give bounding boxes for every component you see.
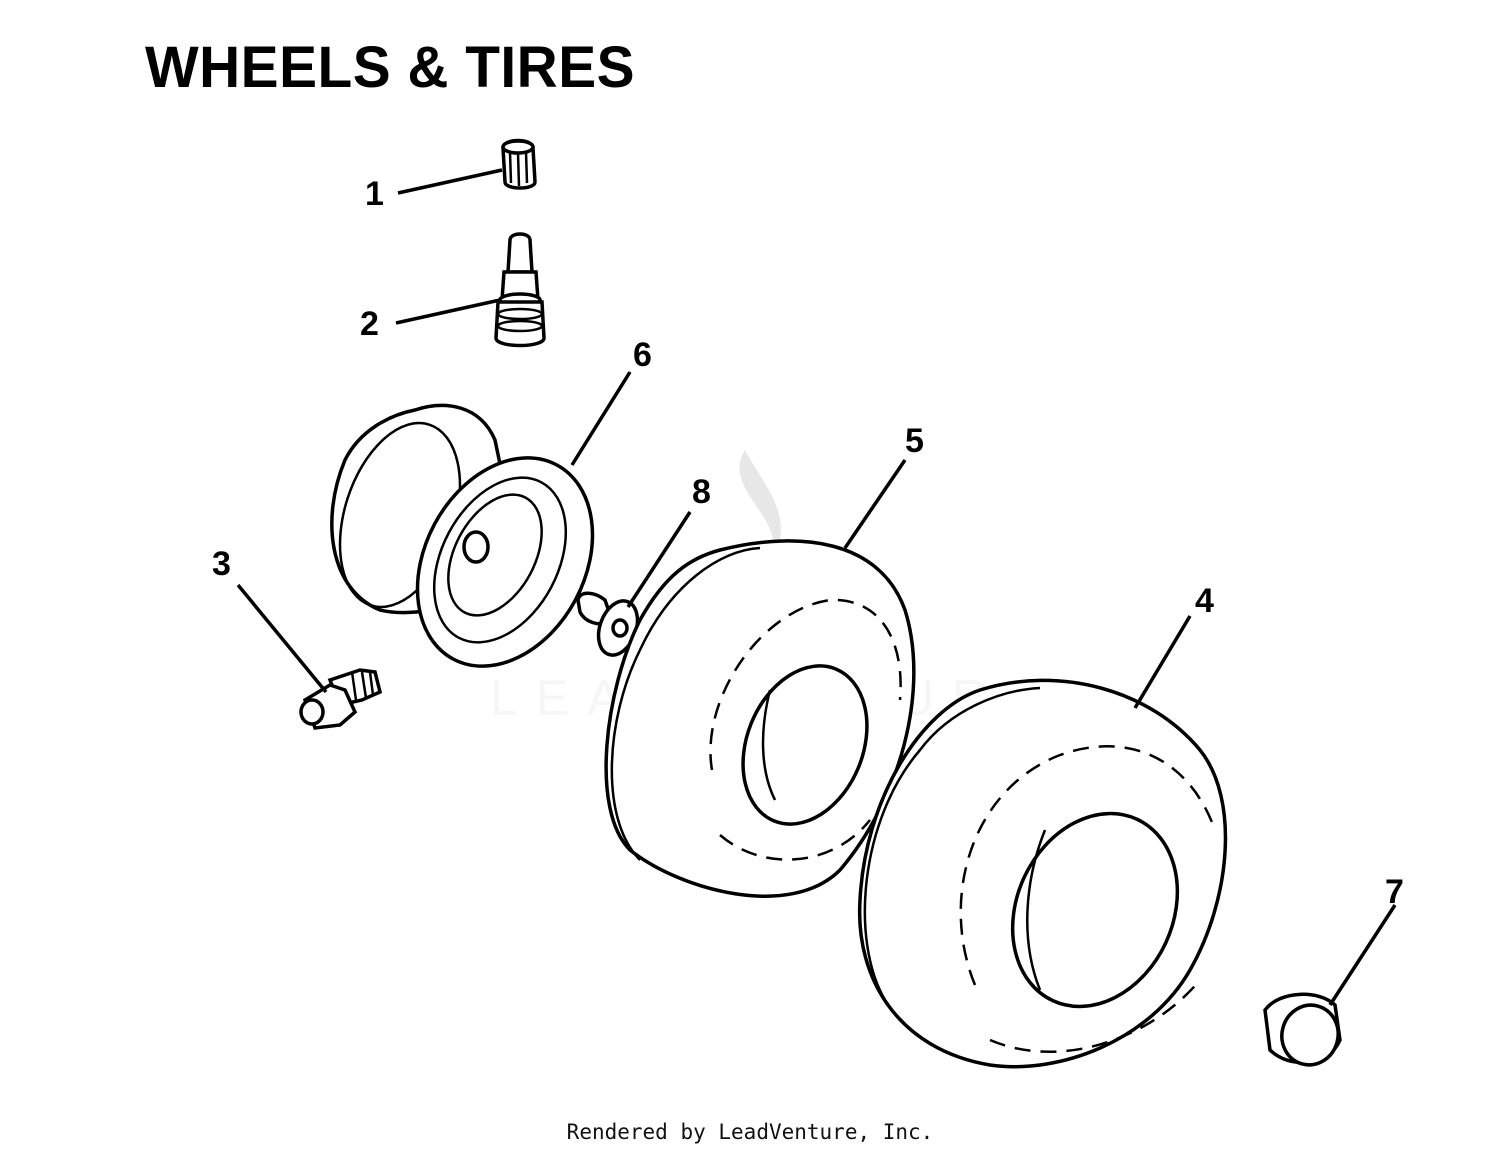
leader-lines	[236, 168, 1397, 1006]
callout-6[interactable]: 6	[633, 336, 652, 374]
grease-fitting[interactable]	[299, 668, 383, 730]
page-title: WHEELS & TIRES	[145, 35, 636, 100]
callout-1[interactable]: 1	[365, 175, 384, 213]
valve-stem[interactable]	[494, 232, 546, 348]
hub-cap[interactable]	[1263, 992, 1345, 1071]
callout-7[interactable]: 7	[1385, 873, 1404, 911]
callout-2[interactable]: 2	[360, 305, 379, 343]
rear-tire[interactable]	[857, 678, 1228, 1069]
valve-cap[interactable]	[501, 138, 537, 190]
callout-3[interactable]: 3	[212, 545, 231, 583]
leader-5	[843, 459, 907, 549]
leader-1	[397, 168, 503, 195]
leader-4	[1133, 615, 1192, 709]
leader-7	[1328, 904, 1397, 1006]
leader-6	[570, 371, 632, 466]
front-rim[interactable]	[318, 403, 627, 696]
front-tire[interactable]	[604, 539, 916, 898]
callout-labels: 1 2 3 4 5 6 7 8	[212, 175, 1404, 911]
callout-5[interactable]: 5	[905, 422, 924, 460]
callout-8[interactable]: 8	[692, 473, 711, 511]
leader-8	[626, 511, 692, 608]
callout-4[interactable]: 4	[1195, 582, 1214, 620]
leader-3	[236, 583, 328, 694]
render-credit: Rendered by LeadVenture, Inc.	[566, 1120, 934, 1144]
leader-2	[395, 298, 501, 325]
